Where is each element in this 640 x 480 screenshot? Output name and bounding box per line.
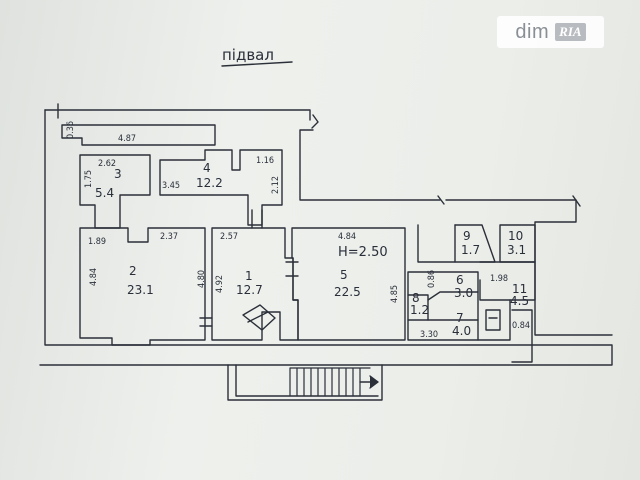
- outer-wall-right-top: [299, 129, 441, 201]
- watermark-logo: dim RIA: [497, 16, 604, 48]
- dim-r5-side: 4.85: [390, 285, 400, 303]
- room-8-area: 1.2: [410, 303, 429, 317]
- room-7-walls: [427, 291, 479, 321]
- room-4-walls: [159, 149, 283, 226]
- plan-title: підвал: [222, 46, 274, 64]
- dim-r2-h: 4.84: [89, 268, 99, 286]
- watermark-brand: dim: [515, 20, 550, 43]
- dim-r4-small: 1.16: [256, 156, 274, 166]
- room-3-number: 3: [114, 167, 122, 181]
- outer-wall-top-left: [44, 103, 311, 121]
- dim-r2-top: 2.37: [160, 232, 178, 242]
- dim-r6-w: 0.86: [427, 270, 437, 288]
- dim-r4-side: 2.12: [271, 176, 281, 194]
- room-9-number: 9: [463, 229, 471, 243]
- room-9-walls: [417, 224, 456, 263]
- room-6-area: 3.0: [454, 286, 473, 300]
- height-note: H=2.50: [338, 245, 388, 260]
- wall-break-1: [311, 114, 581, 207]
- dim-r11-w: 1.98: [490, 274, 508, 284]
- stair-arrow-head: [370, 376, 378, 388]
- dim-top-corridor-h: 0.36: [66, 121, 76, 139]
- room-7-area: 4.0: [452, 324, 471, 338]
- dim-top-corridor-w: 4.87: [118, 134, 136, 144]
- room-11-inner: [479, 279, 511, 301]
- room-3-area: 5.4: [95, 186, 114, 200]
- room-4-area: 12.2: [196, 176, 223, 190]
- top-corridor: [61, 124, 216, 146]
- watermark-badge: RIA: [555, 23, 586, 41]
- room-8-number: 8: [412, 291, 420, 305]
- dim-r1-h: 4.92: [215, 275, 225, 293]
- outer-wall: [39, 109, 613, 366]
- exterior-stair: [227, 364, 383, 401]
- outer-wall-right: [445, 199, 613, 336]
- room-2-walls: [79, 227, 206, 346]
- dim-r1-top: 2.57: [220, 232, 238, 242]
- room-2-number: 2: [129, 264, 137, 278]
- room-11-walls: [477, 261, 536, 341]
- room-1-area: 12.7: [236, 283, 263, 297]
- room-5-area: 22.5: [334, 285, 361, 299]
- dim-r5-top: 4.84: [338, 232, 356, 242]
- dim-r3-w: 2.62: [98, 159, 116, 169]
- room-9-area: 1.7: [461, 243, 480, 257]
- room-11-area: 4.5: [510, 294, 529, 308]
- dim-r2-left: 1.89: [88, 237, 106, 247]
- room-1-number: 1: [245, 269, 253, 283]
- room-11-number: 11: [512, 282, 527, 296]
- stair-entry: [242, 304, 276, 331]
- dim-r7-w: 3.30: [420, 330, 438, 340]
- room-4-number: 4: [203, 161, 211, 175]
- dim-r11-side: 0.84: [512, 321, 530, 331]
- dim-r2-side: 4.80: [197, 270, 207, 288]
- door-marks: [199, 209, 299, 327]
- room-9-stair: [454, 224, 496, 263]
- room-8-walls: [407, 294, 429, 321]
- dim-r4-h: 3.45: [162, 181, 180, 191]
- room-10-area: 3.1: [507, 243, 526, 257]
- room-5-walls: [291, 227, 406, 341]
- title-underline: [221, 61, 293, 67]
- room-2-area: 23.1: [127, 283, 154, 297]
- room-5-number: 5: [340, 268, 348, 282]
- dim-r3-h: 1.75: [84, 170, 94, 188]
- room-7-number: 7: [456, 311, 464, 325]
- room-6-number: 6: [456, 273, 464, 287]
- fixture: [485, 309, 501, 331]
- room-10-number: 10: [508, 229, 523, 243]
- shaft: [511, 309, 533, 363]
